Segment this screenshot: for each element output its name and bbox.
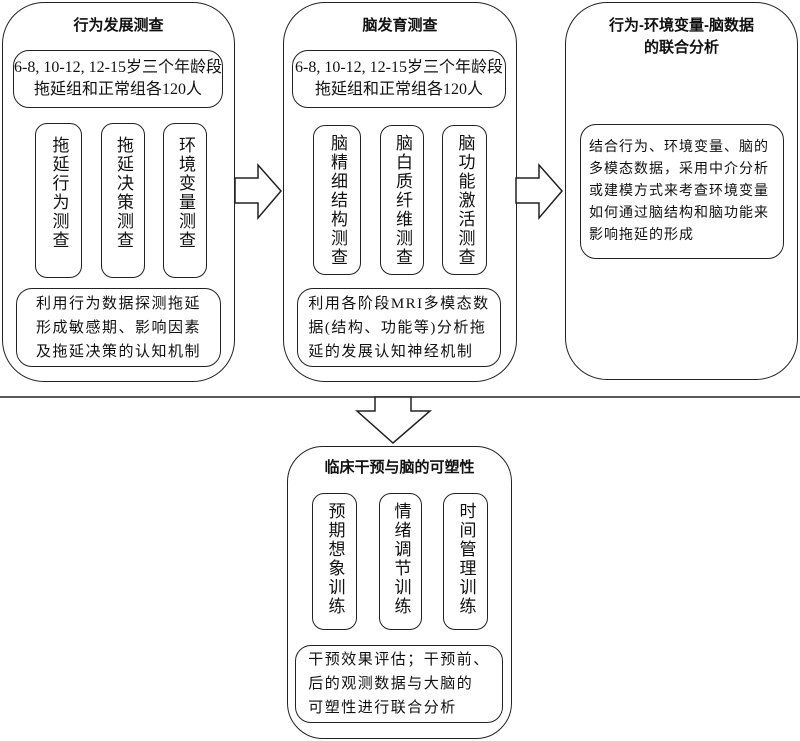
summary-line: 形成敏感期、影响因素 bbox=[35, 319, 201, 336]
item-label: 拖延决策测查 bbox=[114, 136, 133, 250]
panel-title: 临床干预与脑的可塑性 bbox=[324, 459, 475, 476]
summary-line: 多模态数据，采用中介分析 bbox=[589, 161, 769, 177]
summary-box: 结合行为、环境变量、脑的多模态数据，采用中介分析或建模方式来考查环境变量如何通过… bbox=[580, 124, 784, 259]
summary-line: 利用行为数据探测拖延 bbox=[35, 295, 201, 312]
sample-line: 6-8, 10-12, 12-15岁三个年龄段 bbox=[14, 59, 222, 76]
summary-box: 干预效果评估；干预前、后的观测数据与大脑的可塑性进行联合分析 bbox=[295, 645, 503, 723]
item-label: 拖延行为测查 bbox=[49, 136, 69, 250]
summary-line: 及拖延决策的认知机制 bbox=[35, 343, 201, 360]
summary-line: 据(结构、功能等)分析拖 bbox=[308, 319, 487, 336]
summary-line: 影响拖延的形成 bbox=[589, 227, 694, 243]
summary-line: 可塑性进行联合分析 bbox=[308, 700, 457, 716]
sample-line: 6-8, 10-12, 12-15岁三个年龄段 bbox=[295, 59, 503, 76]
panel-title: 脑发育测查 bbox=[362, 17, 438, 34]
panel-title-line: 的联合分析 bbox=[643, 39, 719, 56]
sample-box: 6-8, 10-12, 12-15岁三个年龄段拖延组和正常组各120人 bbox=[13, 50, 223, 108]
item-label: 预期想象训练 bbox=[325, 502, 345, 616]
summary-line: 延的发展认知神经机制 bbox=[308, 343, 474, 360]
item-label: 时间管理训练 bbox=[456, 502, 476, 616]
item-box: 时间管理训练 bbox=[443, 493, 488, 630]
summary-box: 利用各阶段MRI多模态数据(结构、功能等)分析拖延的发展认知神经机制 bbox=[297, 288, 501, 367]
item-box: 环境变量测查 bbox=[163, 123, 207, 278]
item-label: 脑白质纤维测查 bbox=[393, 134, 412, 267]
item-box: 拖延行为测查 bbox=[35, 123, 82, 278]
item-box: 脑功能激活测查 bbox=[442, 125, 487, 275]
summary-line: 结合行为、环境变量、脑的 bbox=[589, 139, 769, 155]
item-box: 预期想象训练 bbox=[312, 493, 357, 630]
item-label: 情绪调节训练 bbox=[391, 502, 411, 616]
sample-box: 6-8, 10-12, 12-15岁三个年龄段拖延组和正常组各120人 bbox=[292, 50, 506, 108]
sample-line: 拖延组和正常组各120人 bbox=[314, 81, 483, 98]
summary-line: 后的观测数据与大脑的 bbox=[308, 676, 474, 692]
panel-title: 行为-环境变量-脑数据 的联合分析 bbox=[566, 15, 797, 59]
summary-line: 如何通过脑结构和脑功能来 bbox=[589, 205, 769, 221]
panel-title: 行为发展测查 bbox=[73, 17, 164, 34]
item-box: 拖延决策测查 bbox=[101, 123, 145, 278]
item-box: 脑精细结构测查 bbox=[313, 125, 361, 275]
item-label: 脑功能激活测查 bbox=[455, 134, 475, 267]
item-box: 情绪调节训练 bbox=[379, 493, 422, 630]
summary-line: 干预效果评估；干预前、 bbox=[308, 652, 490, 668]
item-box: 脑白质纤维测查 bbox=[380, 125, 424, 275]
item-label: 环境变量测查 bbox=[176, 136, 195, 250]
summary-line: 或建模方式来考查环境变量 bbox=[589, 183, 769, 199]
item-label: 脑精细结构测查 bbox=[328, 134, 347, 267]
sample-line: 拖延组和正常组各120人 bbox=[33, 81, 202, 98]
summary-box: 利用行为数据探测拖延形成敏感期、影响因素及拖延决策的认知机制 bbox=[16, 288, 221, 367]
panel-title-line: 行为-环境变量-脑数据 bbox=[609, 17, 754, 34]
summary-line: 利用各阶段MRI多模态数 bbox=[308, 295, 490, 312]
